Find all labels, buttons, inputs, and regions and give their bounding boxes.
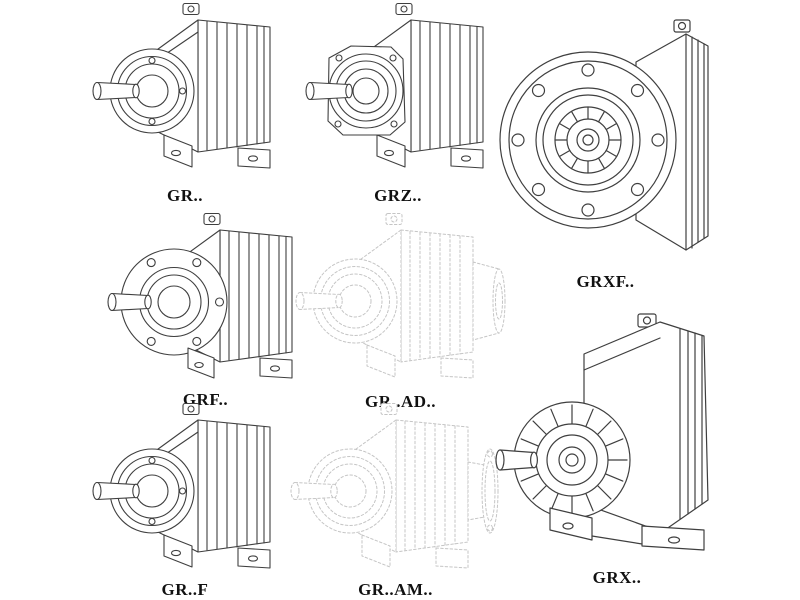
lifting-lug-icon: [203, 212, 221, 226]
ribbed-bearing-housing: [513, 401, 631, 519]
lifting-lug-icon: [673, 19, 691, 33]
output-shaft: [305, 81, 353, 101]
figure-grad: GR..AD..: [283, 212, 518, 411]
gearbox-drawing-grz: [305, 2, 484, 169]
lifting-lug-icon: [182, 402, 200, 416]
mounting-feet: [361, 534, 469, 569]
lifting-lug-icon: [385, 213, 403, 225]
figure-grxf: GRXF..: [488, 0, 723, 291]
gearbox-drawing-grf2: [92, 402, 271, 569]
output-shaft: [295, 292, 343, 310]
input-hub: [109, 48, 195, 134]
output-shaft: [92, 81, 140, 101]
output-shaft: [495, 449, 538, 471]
motor-adapter: [472, 261, 506, 341]
gearbox-drawing-grad: [295, 213, 506, 379]
input-hub: [312, 258, 398, 344]
figure-label-grxf: GRXF..: [576, 272, 635, 291]
input-hub: [307, 448, 393, 534]
input-hub: [328, 53, 404, 129]
figure-grf2: GR..F: [80, 402, 290, 599]
lifting-lug-icon: [395, 2, 413, 16]
gearbox-drawing-gram: [290, 403, 499, 569]
lifting-lug-icon: [182, 2, 200, 16]
input-hub: [535, 87, 641, 193]
figure-grx: GRX..: [492, 292, 742, 587]
mounting-feet: [366, 344, 474, 379]
figure-gr: GR..: [80, 2, 290, 205]
figure-label-gram: GR..AM..: [358, 580, 433, 599]
lifting-lug-icon: [637, 313, 657, 328]
gearbox-drawing-grx: [495, 313, 709, 551]
figure-label-grf2: GR..F: [161, 580, 209, 599]
gearbox-drawing-gr: [92, 2, 271, 169]
figure-grz: GRZ..: [293, 2, 503, 205]
output-shaft: [92, 481, 140, 501]
mounting-feet: [163, 534, 271, 569]
mounting-feet: [163, 134, 271, 169]
figure-label-grx: GRX..: [592, 568, 642, 587]
gearbox-drawing-grxf: [499, 19, 709, 251]
figure-label-grz: GRZ..: [374, 186, 422, 205]
mounting-feet: [376, 134, 484, 169]
mounting-feet: [549, 507, 705, 551]
figure-grf: GRF..: [98, 212, 313, 409]
motor-flange: [467, 448, 499, 534]
output-shaft: [290, 482, 338, 500]
lifting-lug-icon: [380, 403, 398, 415]
mounting-feet: [187, 347, 293, 379]
figure-gram: GR..AM..: [278, 402, 513, 599]
input-hub: [138, 266, 210, 338]
gearbox-drawing-grf: [107, 212, 293, 379]
output-shaft: [107, 292, 152, 312]
figure-label-gr: GR..: [167, 186, 203, 205]
